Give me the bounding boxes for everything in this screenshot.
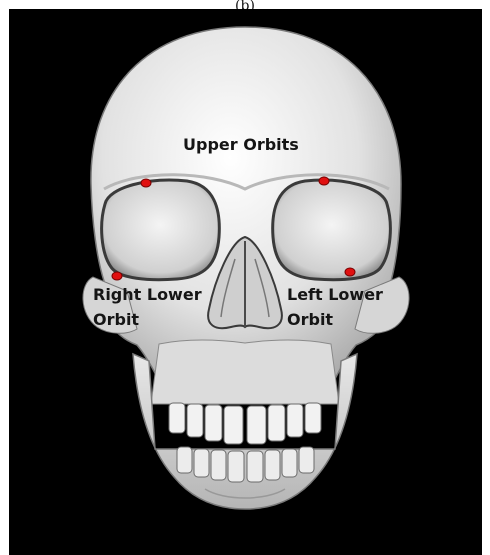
skull-illustration — [9, 9, 482, 555]
maxilla — [151, 340, 339, 404]
landmark-right-lower-orbit — [112, 272, 122, 280]
skull-figure: Upper Orbits Right Lower Orbit Left Lowe… — [9, 9, 482, 555]
left-lower-orbit-label-line1: Left Lower — [287, 284, 383, 306]
left-lower-orbit-label-line2: Orbit — [287, 309, 333, 331]
left-orbit — [273, 180, 391, 280]
right-lower-orbit-label-line2: Orbit — [93, 309, 139, 331]
right-lower-orbit-label-line1: Right Lower — [93, 284, 202, 306]
right-orbit — [102, 180, 220, 280]
landmark-upper-orbit-right — [141, 179, 151, 187]
landmark-upper-orbit-left — [319, 177, 329, 185]
landmark-left-lower-orbit — [345, 268, 355, 276]
upper-teeth — [169, 403, 321, 444]
upper-orbits-label: Upper Orbits — [183, 134, 299, 156]
